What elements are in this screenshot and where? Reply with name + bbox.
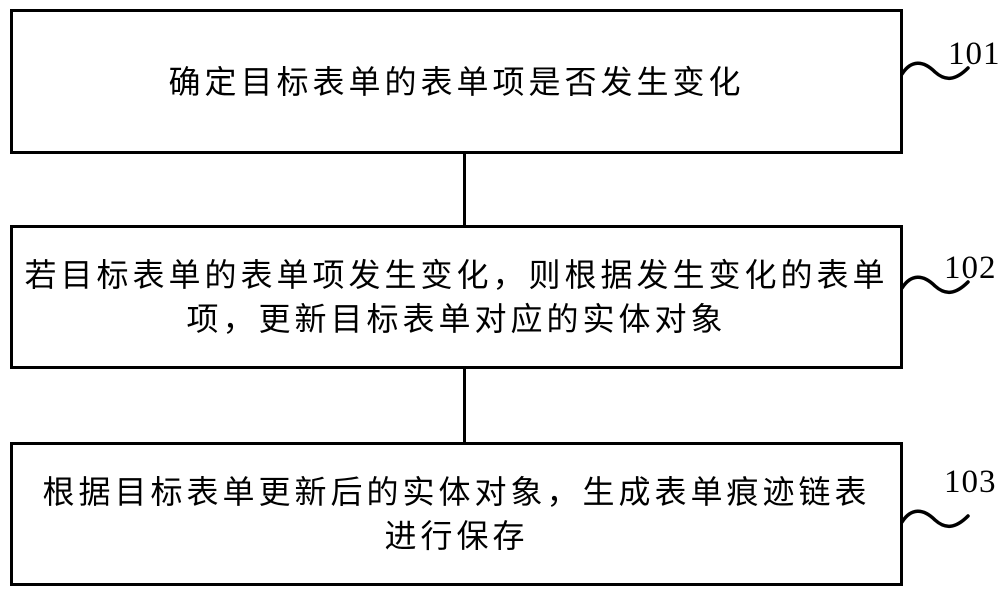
step-103-text-line-1: 根据目标表单更新后的实体对象，生成表单痕迹链表 [42,474,871,510]
step-102-text-line-1: 若目标表单的表单项发生变化，则根据发生变化的表单 [24,257,889,293]
connector-102-103 [463,369,466,442]
ref-squiggle-103 [901,509,970,528]
step-103-text-line-2: 进行保存 [384,518,529,554]
ref-label-103: 103 [944,464,997,500]
ref-squiggle-102 [901,275,970,294]
ref-label-101: 101 [948,36,1000,72]
step-101-text-line-1: 确定目标表单的表单项是否发生变化 [168,63,745,100]
connector-101-102 [463,154,466,225]
ref-label-102: 102 [944,250,997,286]
step-box-103: 根据目标表单更新后的实体对象，生成表单痕迹链表 进行保存 [10,442,903,586]
step-102-text-line-2: 项，更新目标表单对应的实体对象 [186,301,727,337]
step-box-102: 若目标表单的表单项发生变化，则根据发生变化的表单 项，更新目标表单对应的实体对象 [10,225,903,369]
ref-squiggle-101 [901,61,970,80]
step-box-101: 确定目标表单的表单项是否发生变化 [10,9,903,154]
